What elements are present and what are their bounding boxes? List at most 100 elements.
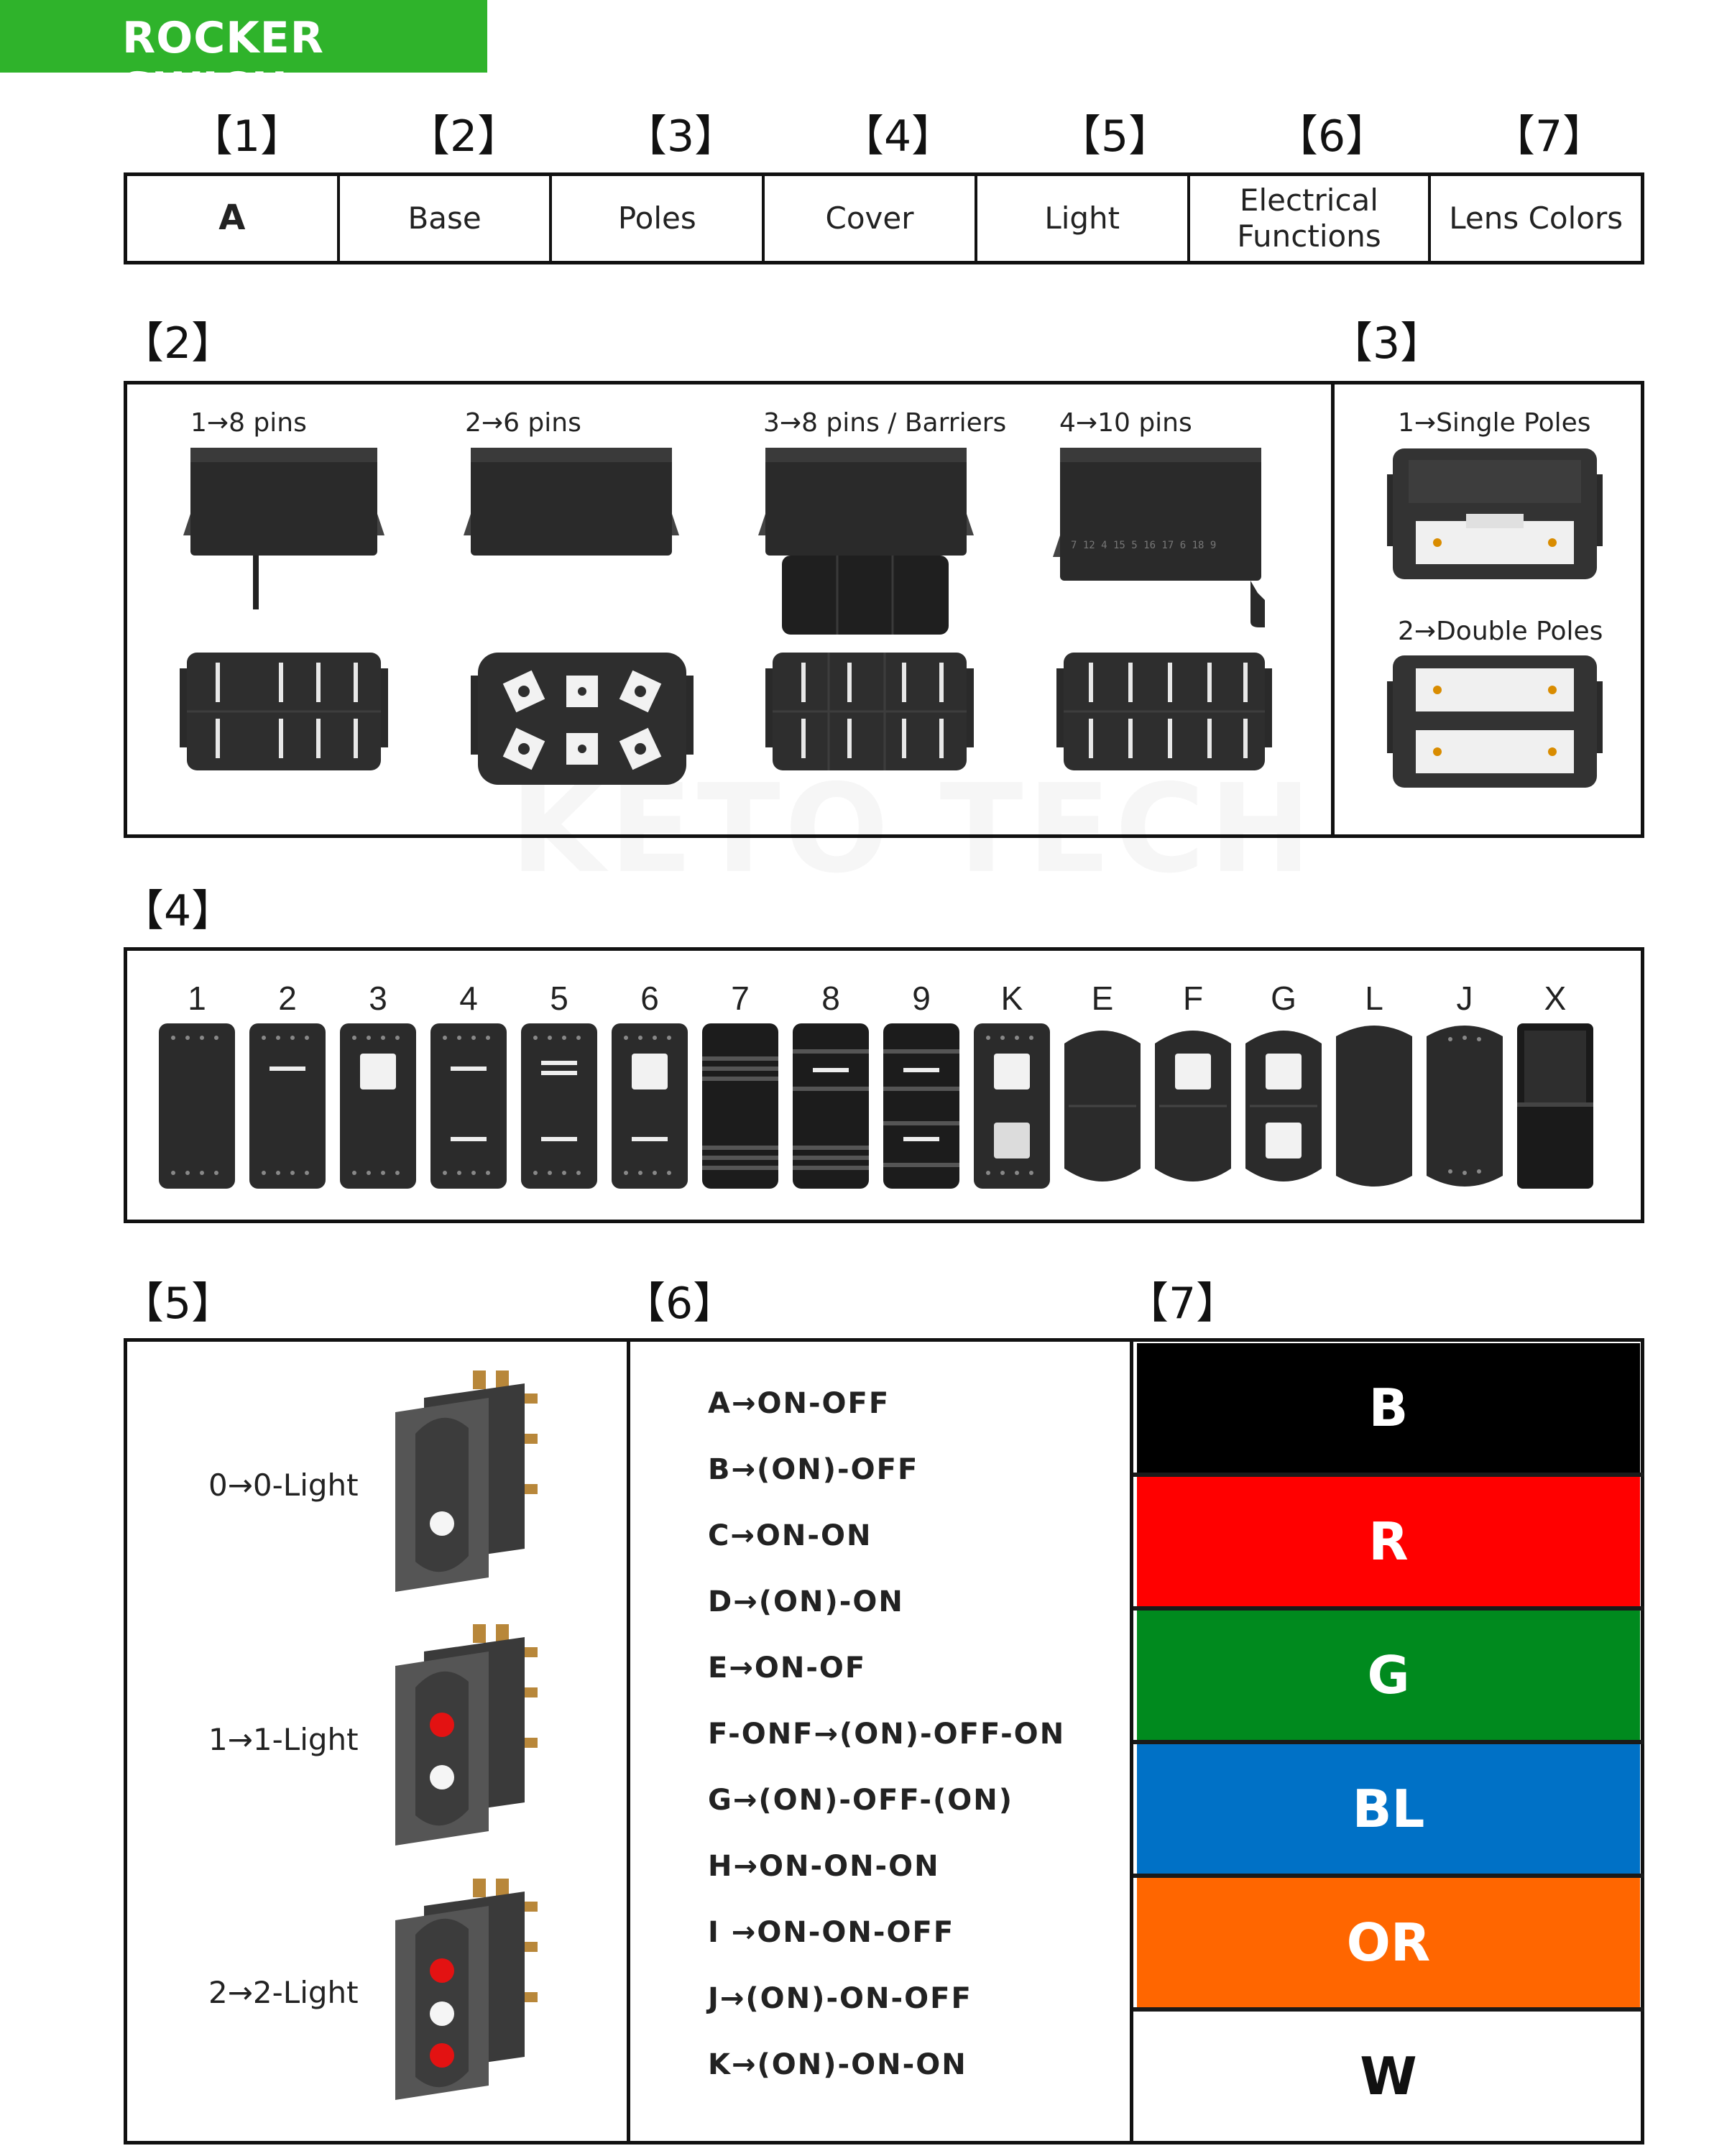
base-option-6-pins: 2→6 pins xyxy=(465,408,581,438)
code-cell-base: Base xyxy=(340,176,553,261)
cover-label-j: J xyxy=(1456,980,1473,1017)
code-cell-light: Light xyxy=(977,176,1190,261)
function-a: A→ON-OFF xyxy=(708,1387,890,1420)
cover-label-1: 1 xyxy=(188,980,206,1017)
code-number-2: 【2】 xyxy=(407,111,521,162)
cover-6-image xyxy=(612,1023,688,1189)
code-number-5: 【5】 xyxy=(1058,111,1172,162)
cover-label-7: 7 xyxy=(731,980,750,1017)
panel-divider xyxy=(1331,381,1335,838)
base-8-pins-barriers-side-image xyxy=(758,448,974,635)
base-8-pins-bottom-image xyxy=(180,653,388,770)
code-table: A Base Poles Cover Light Electrical Func… xyxy=(124,172,1644,264)
cover-label-9: 9 xyxy=(912,980,931,1017)
base-8-pins-barriers-bottom-image xyxy=(765,653,974,770)
base-6-pins-bottom-image xyxy=(471,653,694,785)
cover-k-image xyxy=(974,1023,1050,1189)
lens-color-green: G xyxy=(1137,1611,1640,1740)
light-1-switch-image xyxy=(395,1624,538,1846)
cover-label-g: G xyxy=(1271,980,1296,1017)
svg-text:7 12 4 15 5 16 17 6 18 9: 7 12 4 15 5 16 17 6 18 9 xyxy=(1071,540,1216,551)
cover-label-4: 4 xyxy=(459,980,478,1017)
cover-x-image xyxy=(1517,1023,1593,1189)
light-0-switch-image xyxy=(395,1370,538,1592)
code-number-6: 【6】 xyxy=(1275,111,1389,162)
cover-l-image xyxy=(1336,1026,1412,1187)
function-g: G→(ON)-OFF-(ON) xyxy=(708,1784,1014,1817)
code-number-4: 【4】 xyxy=(841,111,955,162)
lens-color-red: R xyxy=(1137,1477,1640,1606)
function-k: K→(ON)-ON-ON xyxy=(708,2048,967,2081)
base-option-8-pins: 1→8 pins xyxy=(190,408,307,438)
lens-color-black: B xyxy=(1137,1343,1640,1473)
base-poles-panel xyxy=(124,381,1644,838)
cover-g-image xyxy=(1245,1031,1322,1181)
cover-f-image xyxy=(1155,1031,1231,1181)
base-10-pins-side-image: 7 12 4 15 5 16 17 6 18 9 xyxy=(1053,448,1265,627)
cover-2-image xyxy=(249,1023,326,1189)
code-cell-poles: Poles xyxy=(552,176,765,261)
cover-label-k: K xyxy=(1000,980,1023,1017)
cover-label-e: E xyxy=(1091,980,1114,1017)
function-f: F-ONF→(ON)-OFF-ON xyxy=(708,1718,1066,1751)
function-h: H→ON-ON-ON xyxy=(708,1850,940,1883)
base-8-pins-side-image xyxy=(183,448,384,609)
cover-7-image xyxy=(702,1023,778,1189)
code-number-1: 【1】 xyxy=(190,111,304,162)
color-separator-1 xyxy=(1133,1473,1644,1477)
cover-label-8: 8 xyxy=(821,980,840,1017)
code-cell-lens-colors: Lens Colors xyxy=(1449,200,1623,236)
light-option-2: 2→2-Light xyxy=(208,1975,359,2010)
cover-9-image xyxy=(883,1023,959,1189)
base-6-pins-side-image xyxy=(464,448,679,556)
color-separator-2 xyxy=(1133,1606,1644,1611)
cover-5-image xyxy=(521,1023,597,1189)
code-number-3: 【3】 xyxy=(624,111,738,162)
cover-label-l: L xyxy=(1365,980,1383,1017)
code-cell-electrical-functions: Electrical Functions xyxy=(1190,176,1432,261)
light-2-switch-image xyxy=(395,1879,538,2100)
cover-j-image xyxy=(1427,1026,1503,1187)
poles-option-double: 2→Double Poles xyxy=(1398,617,1603,646)
cover-label-3: 3 xyxy=(369,980,387,1017)
cover-e-image xyxy=(1064,1031,1141,1181)
single-poles-image xyxy=(1387,448,1603,579)
color-separator-5 xyxy=(1133,2007,1644,2012)
cover-4-image xyxy=(430,1023,507,1189)
double-poles-image xyxy=(1387,655,1603,788)
cover-label-6: 6 xyxy=(640,980,659,1017)
base-option-8-pins-barriers: 3→8 pins / Barriers xyxy=(763,408,1007,438)
function-c: C→ON-ON xyxy=(708,1519,872,1552)
code-number-7: 【7】 xyxy=(1492,111,1606,162)
cover-label-2: 2 xyxy=(278,980,297,1017)
function-d: D→(ON)-ON xyxy=(708,1585,904,1618)
function-j: J→(ON)-ON-OFF xyxy=(708,1982,972,2015)
cover-3-image xyxy=(340,1023,416,1189)
bottom-divider-1 xyxy=(627,1338,630,2145)
cover-heading: 【4】 xyxy=(121,886,235,936)
function-b: B→(ON)-OFF xyxy=(708,1453,919,1486)
code-cell-model: A xyxy=(127,176,340,261)
base-option-10-pins: 4→10 pins xyxy=(1059,408,1192,438)
cover-label-5: 5 xyxy=(550,980,568,1017)
banner-title: ROCKER SWICH: xyxy=(122,13,324,114)
color-separator-4 xyxy=(1133,1874,1644,1878)
functions-heading: 【6】 xyxy=(622,1279,737,1329)
poles-option-single: 1→Single Poles xyxy=(1398,408,1591,438)
cover-panel xyxy=(124,947,1644,1223)
light-option-1: 1→1-Light xyxy=(208,1722,359,1757)
light-option-0: 0→0-Light xyxy=(208,1468,359,1503)
light-heading: 【5】 xyxy=(121,1279,235,1329)
function-i: I →ON-ON-OFF xyxy=(708,1916,955,1949)
cover-8-image xyxy=(793,1023,869,1189)
base-heading: 【2】 xyxy=(121,318,235,369)
color-separator-3 xyxy=(1133,1740,1644,1744)
code-cell-cover: Cover xyxy=(765,176,977,261)
lens-color-white: W xyxy=(1137,2012,1640,2141)
title-banner: ROCKER SWICH: xyxy=(0,0,487,114)
lens-color-blue: BL xyxy=(1137,1744,1640,1874)
poles-heading: 【3】 xyxy=(1330,318,1444,369)
function-e: E→ON-OF xyxy=(708,1651,867,1685)
cover-1-image xyxy=(159,1023,235,1189)
bottom-divider-2 xyxy=(1130,1338,1133,2145)
